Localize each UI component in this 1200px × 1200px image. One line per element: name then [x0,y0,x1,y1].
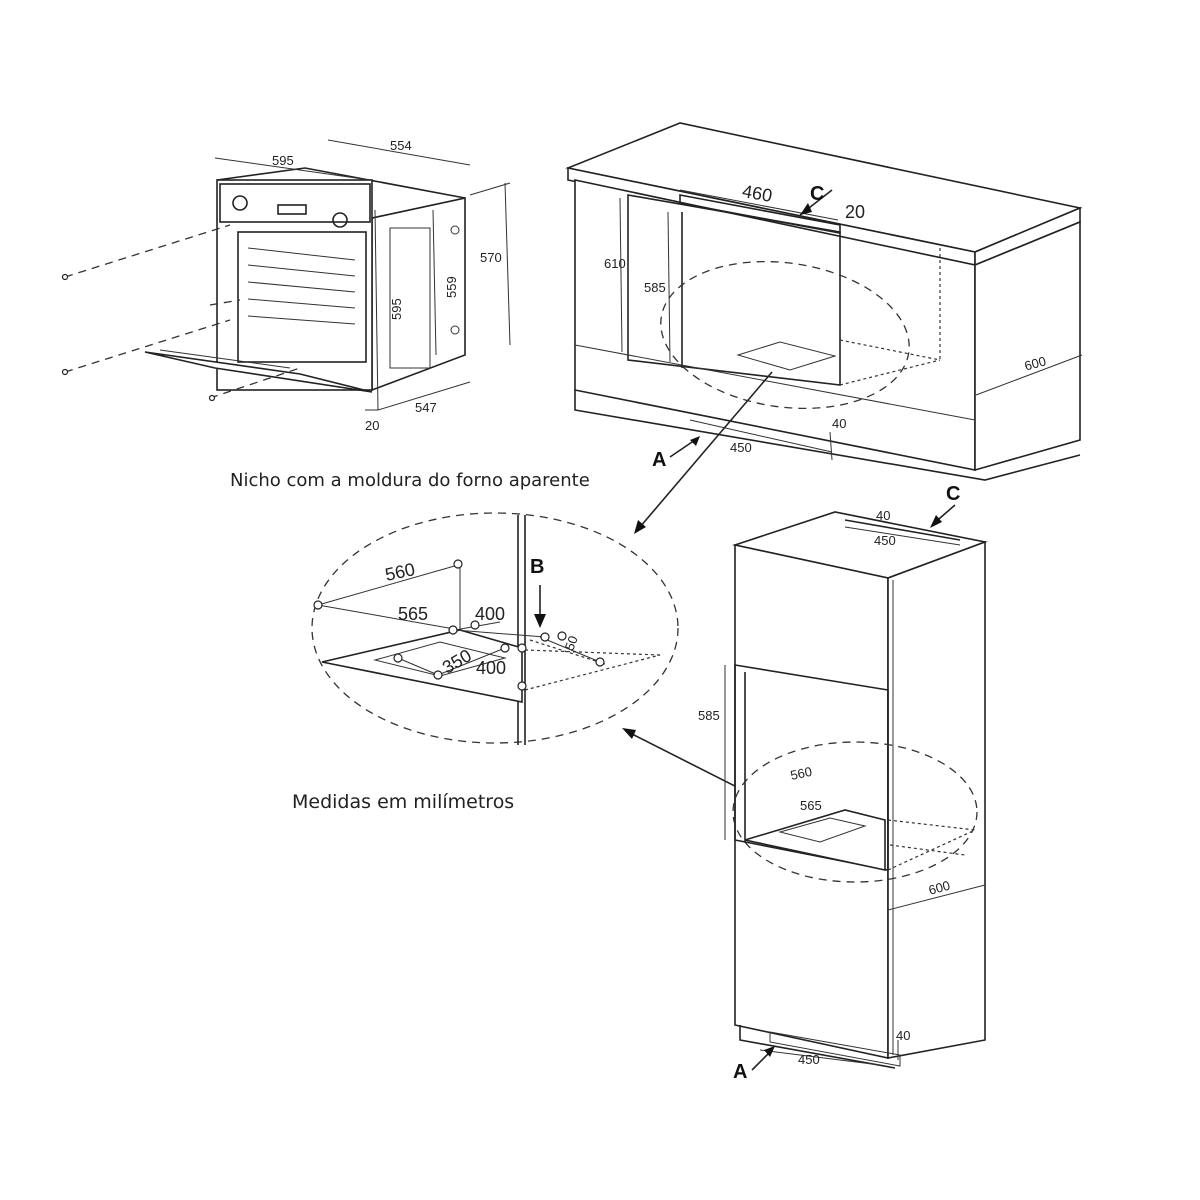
cabinet-dim-600: 600 [1023,353,1048,373]
oven-dim-554: 554 [390,138,412,153]
label-c-tall: C [946,483,960,505]
tall-dim-560: 560 [789,764,813,783]
tall-cabinet: C 40 450 585 560 565 600 40 450 A [698,483,988,1083]
label-b: B [530,556,544,578]
cabinet-dim-40: 40 [832,416,846,431]
oven-dim-20: 20 [365,418,379,433]
oven-drawing: 554 595 570 559 595 547 20 [61,138,511,433]
detail-dim-560: 560 [383,559,417,585]
oven-dim-595-width: 595 [272,153,294,168]
under-counter-cabinet: 460 20 610 585 600 40 450 C A [565,122,1083,481]
label-c-under: C [810,183,824,205]
units-caption: Medidas em milímetros [292,791,515,813]
label-a-tall: A [733,1061,747,1083]
oven-dim-559: 559 [444,276,459,298]
detail-dim-565: 565 [398,604,428,624]
oven-dim-595-height: 595 [389,298,404,320]
oven-dim-547: 547 [415,400,437,415]
label-a-under: A [652,449,666,471]
detail-dim-400-top: 400 [475,604,505,624]
tall-dim-600: 600 [927,878,952,898]
tall-dim-450-top: 450 [874,533,896,548]
niche-detail: B 560 565 400 50 350 400 [311,371,809,824]
detail-dim-400-bottom: 400 [476,658,506,678]
tall-dim-565: 565 [800,798,822,813]
niche-caption: Nicho com a moldura do forno aparente [230,470,590,491]
tall-dim-40-bottom: 40 [896,1028,910,1043]
cabinet-dim-585: 585 [644,280,666,295]
oven-dim-570: 570 [480,250,502,265]
tall-dim-450-bottom: 450 [798,1052,820,1067]
cabinet-dim-20: 20 [845,202,865,222]
tall-dim-40-top: 40 [876,508,890,523]
cabinet-dim-610: 610 [604,256,626,271]
detail-dim-50: 50 [562,634,581,653]
tall-dim-585: 585 [698,708,720,723]
cabinet-dim-450: 450 [730,440,752,455]
